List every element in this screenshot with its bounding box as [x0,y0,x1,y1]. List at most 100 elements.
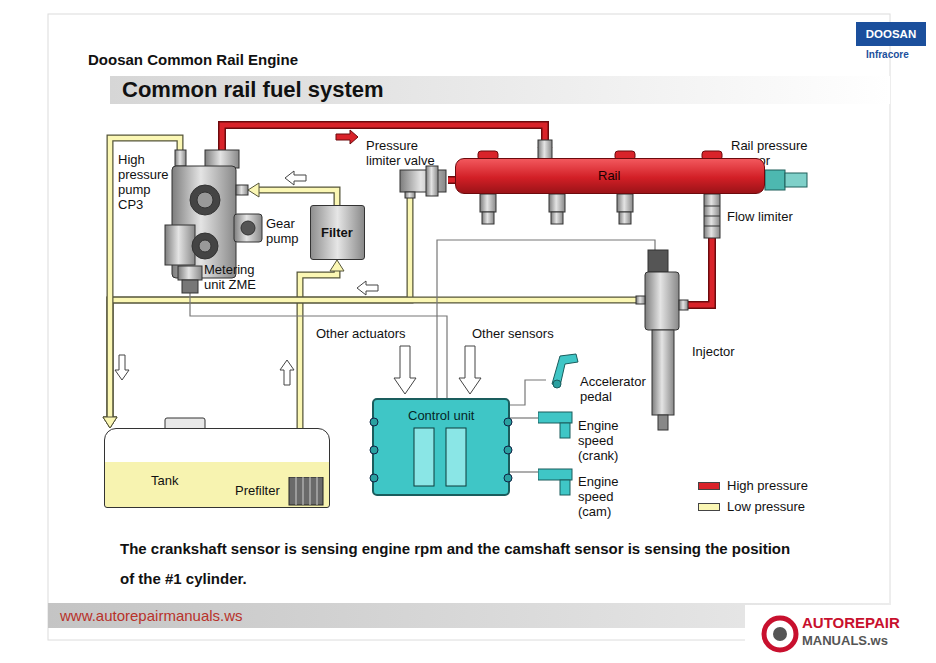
flow-limiter-drawing [704,194,720,238]
control-unit: Control unit [372,398,510,496]
bolt [504,418,512,426]
connector-stroke [448,176,455,184]
node-text: Injector [692,344,735,359]
arrow-head [103,417,117,428]
connector-stroke [510,471,538,472]
node-text: Pressure limiter valve [366,138,446,168]
flow-limiter-drawing [704,216,720,217]
pressure-limiter-valve-drawing [405,192,415,198]
slide-decoration [764,618,796,650]
chip [414,428,434,486]
node-text: Rail [598,168,620,183]
flow-arrows [285,171,306,185]
prefilter: Prefilter [233,477,325,507]
node-text: Engine speed (cam) [578,474,630,519]
low-pressure-line [103,138,180,428]
node-text: Accelerator pedal [580,374,654,404]
slide-decoration [745,605,936,663]
slide-header: Doosan Common Rail Engine [88,51,298,69]
sensor-body [538,412,572,423]
legend-text: Low pressure [727,499,805,514]
sensor-body [538,469,572,480]
prefilter-rib [296,477,297,505]
node-text: Tank [151,473,178,488]
slide-decoration [48,14,936,663]
low-pressure-line [248,183,337,205]
pressure-limiter-valve-drawing [400,166,446,198]
connector-stroke [510,380,546,405]
gear-pump-drawing [241,221,255,235]
injector-drawing [648,250,668,272]
flow-limiter-drawing [704,226,720,227]
sensor-tip [560,423,570,438]
node-text: Engine speed (crank) [578,418,630,463]
signal-wire [510,380,546,405]
watermark-logo: AUTOREPAIR [802,614,900,631]
signal-wire [190,293,447,398]
bolt [370,418,378,426]
flow-arrows [357,281,378,295]
pedal-pivot [553,380,561,388]
connector-stroke [510,417,538,418]
watermark: www.autorepairmanuals.ws [60,607,243,625]
arrow-head [103,417,117,428]
rail-fittings [480,194,496,212]
flow-arrows [280,360,294,385]
bolt [370,446,378,454]
high-pressure-pump-drawing [205,150,239,168]
sensor-tip [560,480,570,495]
slide-decoration [110,76,890,104]
flow-arrows [394,346,416,394]
rail-pressure-sensor-drawing [785,173,807,187]
connector-stroke [110,198,410,419]
pedal-icon [546,350,582,390]
arrow-head [248,183,259,197]
rail-fittings [617,194,633,212]
pressure-limiter-valve-drawing [426,166,438,196]
node-text: Control unit [408,408,474,423]
legend-swatch [698,482,720,490]
signal-label: Other sensors [472,326,554,341]
connector-stroke [448,178,455,183]
flow-arrows [459,346,481,394]
bolt [504,446,512,454]
gear-pump-drawing [234,214,262,242]
watermark-logo: MANUALS.ws [802,633,888,648]
bolt [504,474,512,482]
rail-pressure-sensor-drawing [765,170,785,190]
rail-fittings [549,194,565,212]
rail-fittings [482,212,494,224]
rail: Rail [455,158,765,194]
injector-drawing [636,296,645,304]
prefilter-body [289,477,323,505]
connector-stroke [190,293,447,398]
flow-arrows [115,355,129,380]
high-pressure-pump-drawing [175,150,186,166]
legend-swatch [698,503,720,511]
arrow-head [330,260,344,271]
flow-arrows [336,130,358,144]
prefilter-rib [310,477,311,505]
slide-decoration [773,627,787,641]
injector-drawing [636,250,688,430]
high-pressure-line [448,180,455,181]
accelerator-pedal: Accelerator pedal [546,350,656,408]
legend-text: High pressure [727,478,808,493]
prefilter-rib [317,477,318,505]
arrow-head [103,417,117,428]
caption: The crankshaft sensor is sensing engine … [120,534,792,594]
rail-fittings [619,212,631,224]
slide-decoration [48,14,890,640]
high-pressure-pump-drawing [190,185,220,215]
logo-subword: Infracore [866,49,909,61]
rail-pressure-sensor-drawing [765,170,807,190]
flow-limiter-drawing [704,194,720,238]
high-pressure-pump-drawing [192,233,218,259]
node-text: Prefilter [235,483,280,498]
connector-stroke [257,190,337,205]
pressure-limiter-valve: Pressure limiter valve [364,138,448,198]
part-label: Metering unit ZME [204,262,264,292]
part-label: Gear pump [266,216,306,246]
high-pressure-pump-drawing [197,192,213,208]
cam-speed-sensor: Engine speed (cam) [538,462,630,520]
